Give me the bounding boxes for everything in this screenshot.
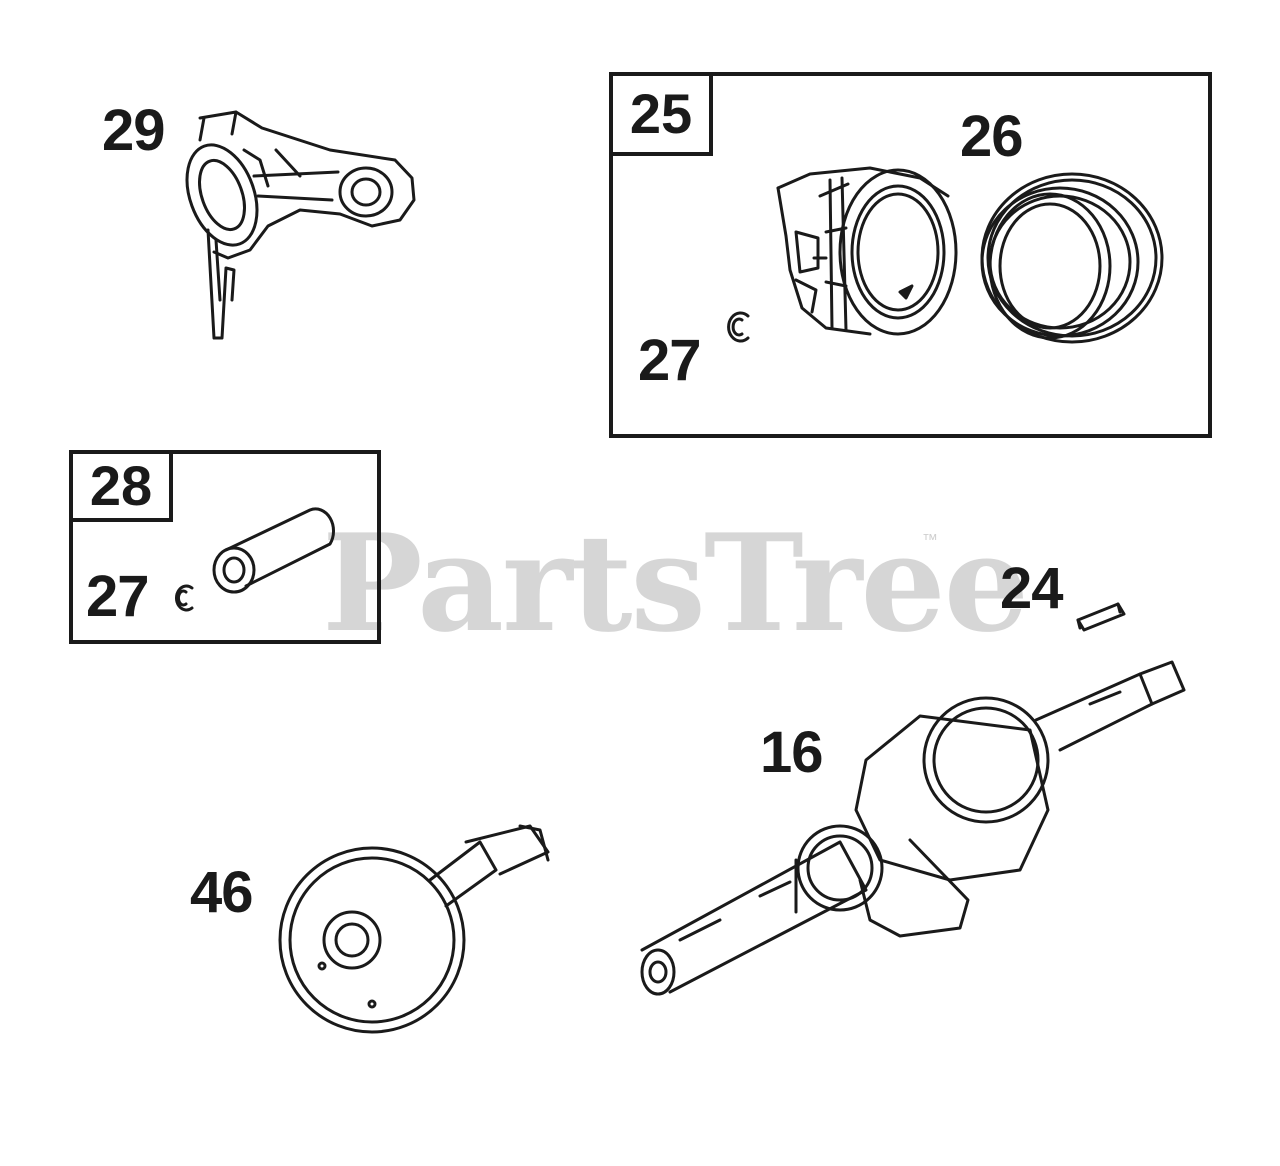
callout-29: 29 <box>102 98 166 163</box>
watermark-text: PartsTree <box>322 504 1029 662</box>
callout-27-piston: 27 <box>638 328 702 393</box>
retainer-clip-icon <box>174 311 750 612</box>
connecting-rod-icon <box>185 110 416 340</box>
callout-46: 46 <box>190 860 254 925</box>
flywheel-key-icon <box>1076 602 1126 632</box>
crankshaft-icon <box>640 660 1186 996</box>
callout-26: 26 <box>960 104 1024 169</box>
camshaft-icon <box>278 824 550 1034</box>
piston-pin-icon <box>212 507 336 594</box>
callout-24: 24 <box>1000 556 1064 621</box>
piston-assembly-icon <box>776 166 958 336</box>
box-tag-25: 25 <box>609 72 713 156</box>
piston-assembly-box: 25 <box>609 72 1212 438</box>
callout-27-pin: 27 <box>86 564 150 629</box>
trademark-mark: ™ <box>922 532 938 549</box>
box-tag-28: 28 <box>69 450 173 522</box>
callout-16: 16 <box>760 720 824 785</box>
piston-rings-icon <box>980 172 1164 344</box>
piston-pin-box: 28 <box>69 450 381 644</box>
